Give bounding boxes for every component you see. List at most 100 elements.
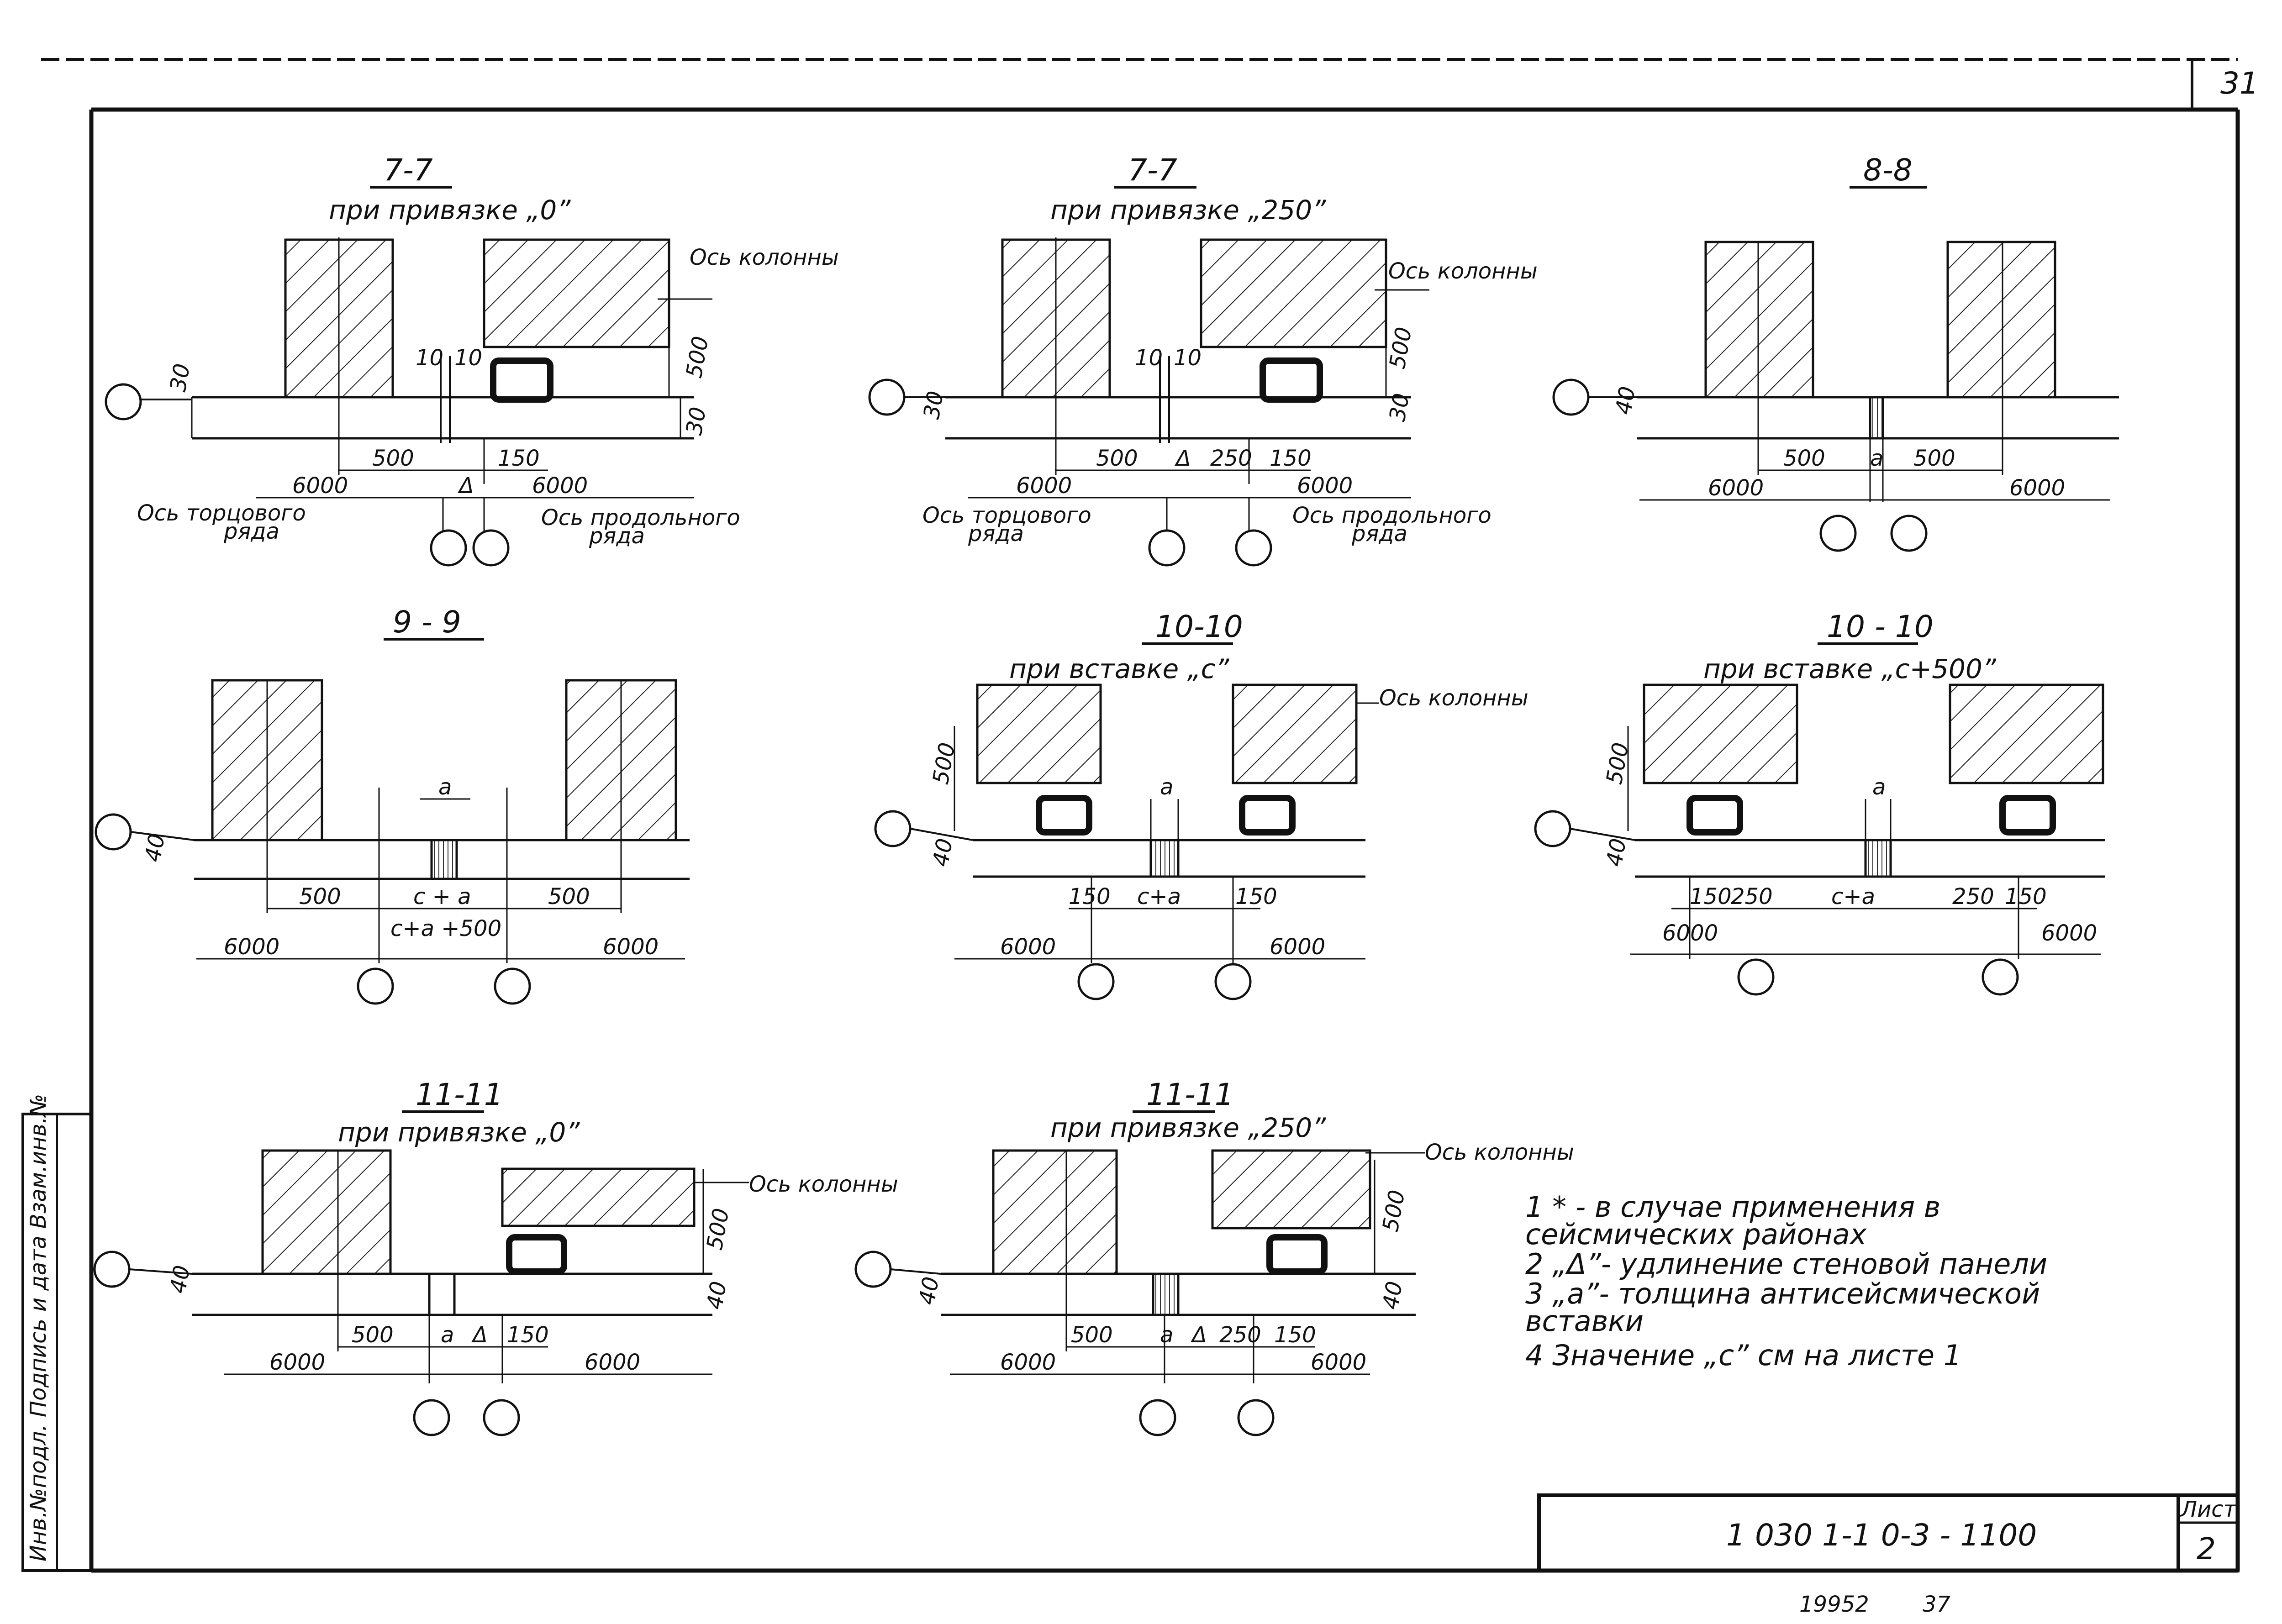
dim-500b: 500 xyxy=(548,884,590,909)
dim-6000-right: 6000 xyxy=(1297,473,1353,499)
page-number: 31 xyxy=(2220,66,2259,101)
dim-500-vert: 500 xyxy=(928,741,960,786)
dim-30-left: 30 xyxy=(919,389,949,421)
dim-150b: 150 xyxy=(2005,884,2047,909)
axis-marker-a xyxy=(1819,515,1857,552)
dim-40-left: 40 xyxy=(140,832,170,864)
section-title: 7-7 xyxy=(1128,152,1177,188)
dim-6000-left: 6000 xyxy=(292,473,348,499)
dim-500: 500 xyxy=(1071,1322,1113,1348)
insert-block-right xyxy=(1239,795,1296,836)
insert-block-left xyxy=(1036,795,1092,836)
axis-marker-left xyxy=(1552,378,1590,416)
axis-marker-a xyxy=(1139,1399,1176,1436)
dim-250a: 250 xyxy=(1731,884,1773,909)
dim-500a: 500 xyxy=(1783,446,1825,471)
axis-marker-left xyxy=(95,813,132,851)
section-subtitle: при привязке „0” xyxy=(329,194,571,226)
label-end-axis-1: Ось торцового xyxy=(137,500,306,526)
insert-block xyxy=(1266,1234,1328,1275)
dim-40-right: 40 xyxy=(1378,1279,1408,1311)
axis-marker-left xyxy=(93,1251,131,1288)
section-subtitle: при привязке „250” xyxy=(1050,194,1326,226)
dim-500a: 500 xyxy=(299,884,341,909)
dim-a: a xyxy=(1160,774,1173,800)
axis-marker-long xyxy=(472,529,510,567)
section-11-11-binding-250: 11-11 при привязке „250” 40 500 40 500 a… xyxy=(854,1077,1574,1436)
dim-30-right: 30 xyxy=(1385,391,1415,423)
dim-500-vert: 500 xyxy=(1602,741,1634,786)
axis-marker-a xyxy=(1737,958,1775,996)
label-long-axis-2: ряда xyxy=(589,523,645,549)
axis-marker-left xyxy=(105,383,142,420)
section-title: 8-8 xyxy=(1863,152,1913,188)
label-long-axis-2: ряда xyxy=(1351,521,1407,547)
dim-a: a xyxy=(1870,446,1883,471)
section-title: 11-11 xyxy=(1146,1077,1234,1112)
dim-150: 150 xyxy=(1270,446,1312,471)
dim-30-right: 30 xyxy=(681,405,711,437)
axis-marker-b xyxy=(494,967,531,1005)
label-long-axis-1: Ось продольного xyxy=(541,505,740,531)
label-column-axis: Ось колонны xyxy=(1379,685,1528,711)
label-end-axis-1: Ось торцового xyxy=(922,503,1091,528)
dim-500-vert: 500 xyxy=(1385,325,1417,371)
note-line-5: вставки xyxy=(1525,1304,1644,1338)
note-line-6: 4 Значение „с” см на листе 1 xyxy=(1525,1339,1961,1372)
section-title: 10 - 10 xyxy=(1827,609,1934,644)
dim-500: 500 xyxy=(372,446,414,471)
dim-40-left: 40 xyxy=(928,836,958,868)
label-column-axis: Ось колонны xyxy=(690,245,839,270)
section-8-8: 8-8 40 500 a 500 6000 6000 xyxy=(1552,152,2119,552)
axis-marker-long xyxy=(1235,529,1272,567)
note-line-2: сейсмических районах xyxy=(1525,1218,1867,1251)
section-10-10-insert-c500: 10 - 10 при вставке „с+500” 500 40 a 150… xyxy=(1534,609,2105,996)
axis-marker-left xyxy=(1534,810,1571,847)
section-7-7-binding-0: 7-7 при привязке „0” 30 10 10 xyxy=(105,152,839,567)
section-subtitle: при вставке „с” xyxy=(1009,653,1230,684)
dim-delta: Δ xyxy=(1174,446,1191,471)
dim-a: a xyxy=(1872,774,1886,800)
label-column-axis: Ось колонны xyxy=(749,1172,898,1197)
dim-a: a xyxy=(438,774,452,800)
dim-30-left: 30 xyxy=(165,362,195,394)
dim-150: 150 xyxy=(498,446,540,471)
dim-a: a xyxy=(441,1322,454,1348)
section-title: 10-10 xyxy=(1155,609,1243,644)
dim-6000-right: 6000 xyxy=(2009,475,2065,501)
dim-ca: с+a xyxy=(1831,884,1875,909)
dim-10b: 10 xyxy=(1174,345,1202,371)
axis-marker-a xyxy=(1077,963,1115,1000)
dim-delta: Δ xyxy=(1190,1322,1207,1348)
section-title: 9 - 9 xyxy=(393,604,461,640)
dim-150a: 150 xyxy=(1069,884,1111,909)
dim-6000-right: 6000 xyxy=(1311,1350,1366,1375)
title-block xyxy=(1537,1493,2240,1572)
note-line-3: 2 „Δ”- удлинение стеновой панели xyxy=(1525,1247,2047,1281)
sheet-number: 2 xyxy=(2197,1531,2216,1566)
axis-marker-a xyxy=(413,1399,450,1436)
insert-block-right xyxy=(1999,795,2056,836)
dim-6000-left: 6000 xyxy=(1708,475,1764,501)
section-subtitle: при привязке „0” xyxy=(338,1117,580,1148)
dim-6000-left: 6000 xyxy=(269,1350,325,1375)
dim-6000-right: 6000 xyxy=(1270,934,1325,960)
dim-500: 500 xyxy=(352,1322,394,1348)
section-9-9: 9 - 9 40 a 500 с + a 500 с+a +500 6000 6… xyxy=(95,604,690,1005)
axis-marker-b xyxy=(1890,515,1928,552)
dim-150: 150 xyxy=(507,1322,549,1348)
section-subtitle: при привязке „250” xyxy=(1050,1112,1326,1143)
axis-marker-b xyxy=(483,1399,520,1436)
dim-ca: с+a xyxy=(1137,884,1181,909)
section-10-10-insert-c: 10-10 при вставке „с” 500 40 a xyxy=(874,609,1528,1000)
dim-delta: Δ xyxy=(457,473,474,499)
dim-500-vert: 500 xyxy=(681,334,714,380)
dim-150a: 150 xyxy=(1690,884,1732,909)
dim-6000-right: 6000 xyxy=(2041,920,2097,946)
dim-6000-left: 6000 xyxy=(1000,1350,1056,1375)
footer-code: 19952 xyxy=(1799,1592,1869,1617)
label-end-axis-2: ряда xyxy=(968,521,1024,547)
label-column-axis: Ось колонны xyxy=(1388,258,1538,284)
axis-marker-left xyxy=(868,378,906,416)
axis-marker-b xyxy=(1214,963,1252,1000)
